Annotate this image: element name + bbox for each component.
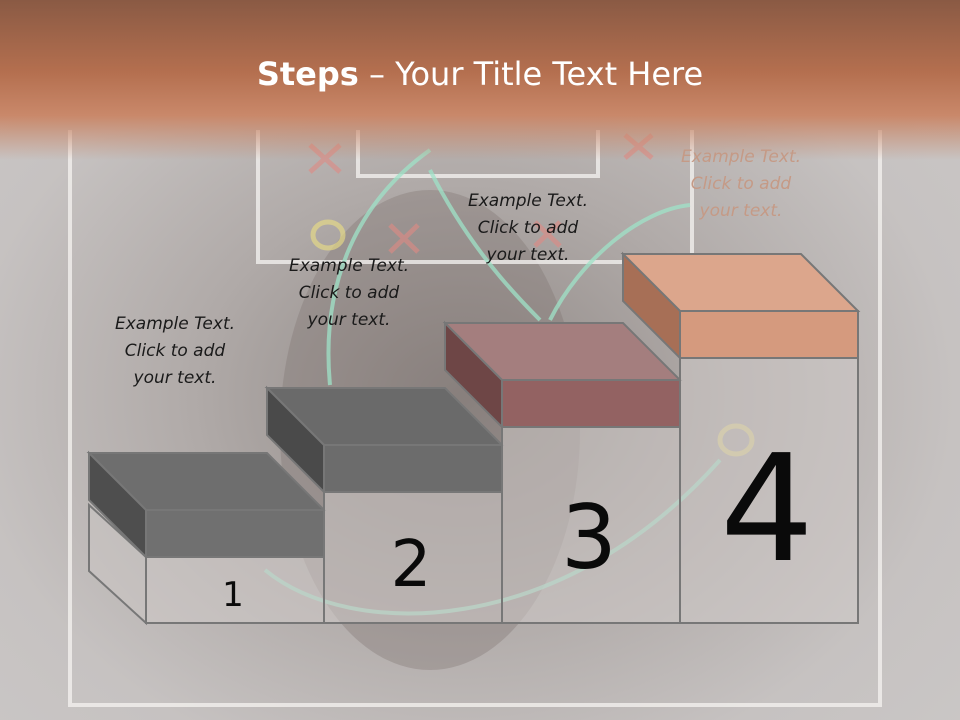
slide-title[interactable]: Steps – Your Title Text Here	[0, 55, 960, 93]
caption-line: Example Text.	[114, 314, 236, 334]
title-rest: – Your Title Text Here	[358, 55, 704, 93]
caption-line: your text.	[307, 310, 391, 330]
step-1: 1	[86, 450, 327, 626]
step-2: 2	[264, 385, 505, 624]
caption-line: Example Text.	[288, 256, 410, 276]
caption-line: Click to add	[690, 174, 792, 194]
step-block-front	[679, 310, 859, 359]
step-2-caption[interactable]: Example Text. Click to add your text.	[269, 253, 429, 334]
step-number: 2	[391, 528, 432, 602]
step-3: 3	[442, 320, 683, 624]
step-pillar	[323, 491, 503, 624]
caption-line: Click to add	[477, 218, 579, 238]
step-block-front	[323, 444, 503, 493]
step-pillar	[679, 357, 859, 624]
step-3-caption[interactable]: Example Text. Click to add your text.	[448, 188, 608, 269]
step-number: 1	[222, 575, 244, 615]
step-block-front	[501, 379, 681, 428]
caption-line: your text.	[486, 245, 570, 265]
step-4-caption[interactable]: Example Text. Click to add your text.	[661, 144, 821, 225]
step-1-caption[interactable]: Example Text. Click to add your text.	[95, 311, 255, 392]
title-band	[0, 0, 960, 160]
title-bold: Steps	[256, 55, 359, 93]
step-number: 4	[720, 423, 814, 595]
caption-line: Click to add	[298, 283, 400, 303]
step-block-front	[145, 509, 325, 558]
caption-line: Example Text.	[680, 147, 802, 167]
caption-line: your text.	[699, 201, 783, 221]
step-number: 3	[561, 486, 617, 589]
step-side-wall	[88, 502, 147, 626]
step-4: 4	[620, 251, 861, 624]
caption-line: Click to add	[124, 341, 226, 361]
caption-line: Example Text.	[467, 191, 589, 211]
caption-line: your text.	[133, 368, 217, 388]
step-pillar	[501, 426, 681, 624]
step-pillar	[145, 556, 325, 624]
